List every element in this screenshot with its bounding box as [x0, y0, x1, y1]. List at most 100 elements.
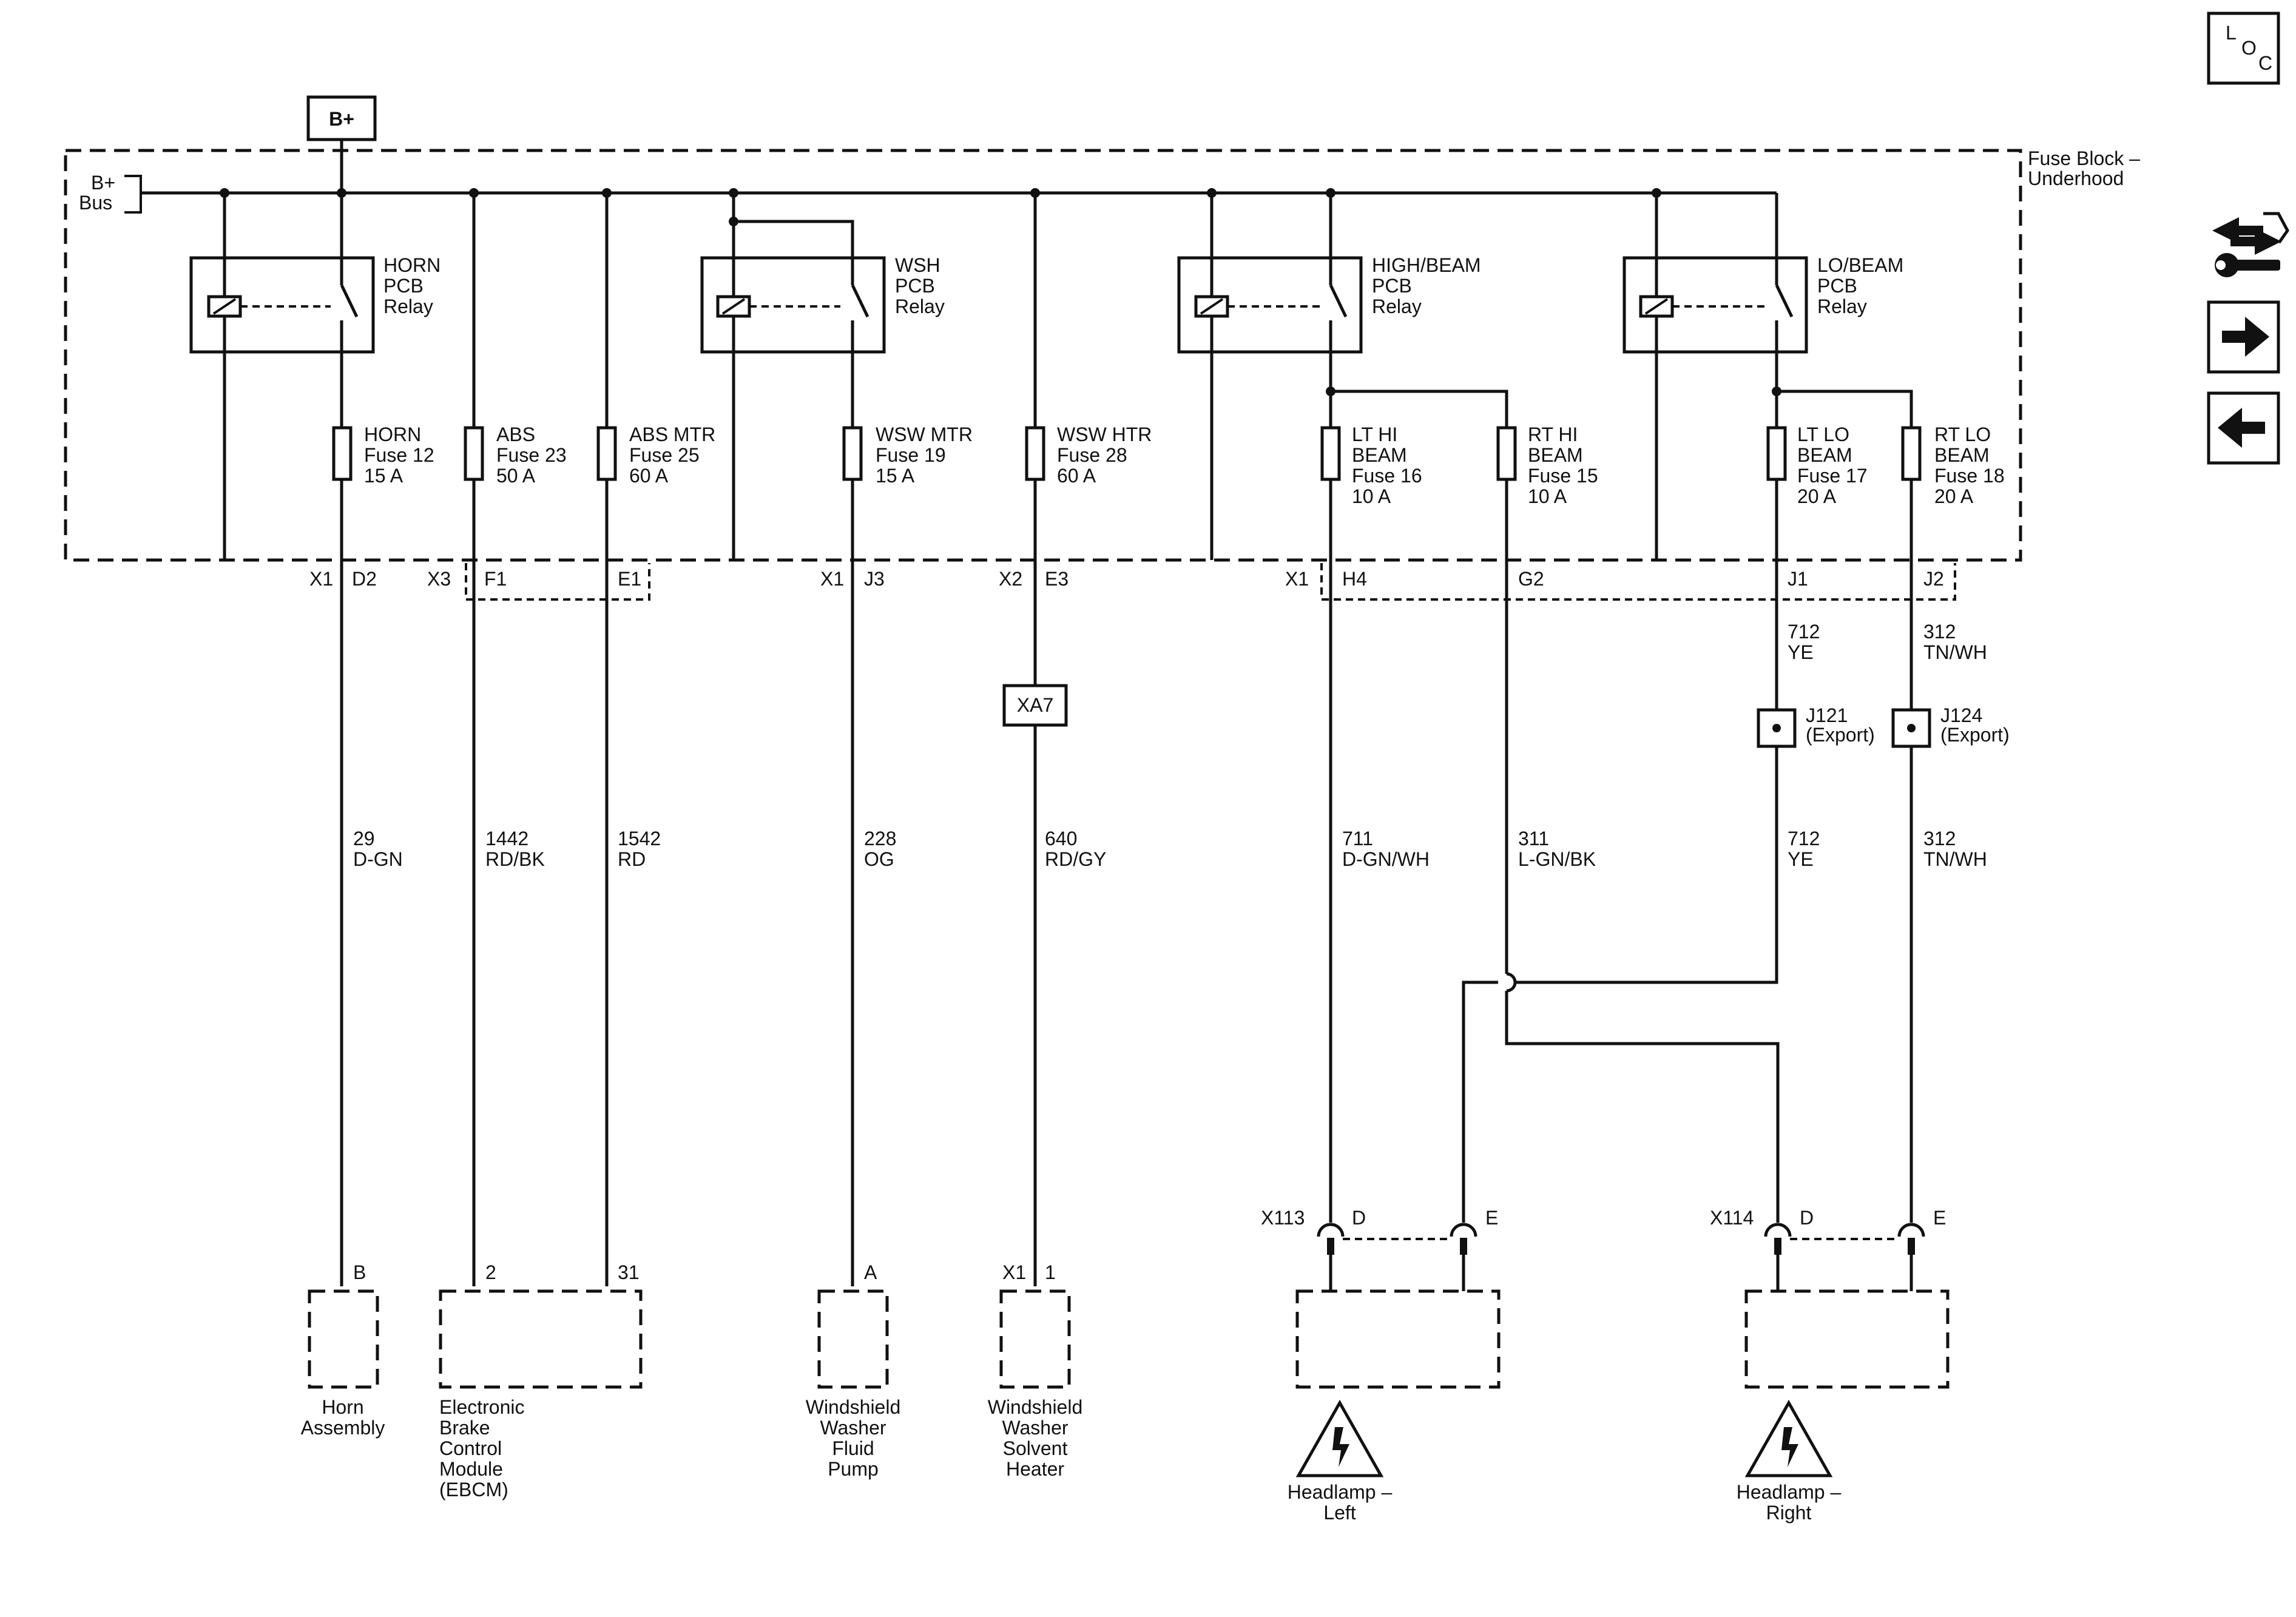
wire-1542-num: 1542: [618, 828, 661, 849]
conn-e1: E1: [618, 568, 641, 590]
j124-line2: (Export): [1940, 724, 2010, 746]
fuse-rt-hi-line1: RT HI: [1528, 424, 1578, 445]
wire-640-num: 640: [1045, 828, 1077, 849]
horn-name-2: Assembly: [301, 1417, 385, 1439]
lower-wires: [340, 479, 1913, 1286]
j121-line1: J121: [1806, 704, 1848, 726]
heater-name-3: Solvent: [1003, 1437, 1068, 1459]
conn-j3: J3: [864, 568, 885, 590]
component-ebcm: Electronic Brake Control Module (EBCM): [439, 1289, 643, 1501]
ebcm-name-5: (EBCM): [439, 1479, 508, 1501]
conn-h4: H4: [1342, 568, 1367, 590]
connector-x113: X113 D E: [1261, 1207, 1498, 1291]
bus-label-line2: Bus: [79, 192, 112, 214]
fuse-rt-lo-line4: 20 A: [1934, 485, 1974, 507]
lightning-icon: [1332, 1427, 1349, 1467]
xa7-label: XA7: [1017, 694, 1053, 716]
horn-name-1: Horn: [322, 1396, 363, 1418]
wire-712-color: YE: [1788, 848, 1814, 870]
fuse-rt-lo-line1: RT LO: [1934, 424, 1991, 445]
fuse-abs-mtr-line1: ABS MTR: [629, 424, 715, 445]
x113-label: X113: [1261, 1207, 1305, 1229]
lo-beam-relay: LO/BEAM PCB Relay: [1622, 193, 1903, 560]
x114-pin-d: D: [1800, 1207, 1814, 1229]
lo-beam-relay-line2: PCB: [1817, 275, 1857, 297]
lo-beam-relay-line3: Relay: [1817, 295, 1867, 317]
pin-ebcm-31: 31: [618, 1261, 640, 1283]
conn-x2: X2: [999, 568, 1022, 590]
headlamp-right-name-2: Right: [1766, 1502, 1812, 1524]
wire-1542-color: RD: [618, 848, 646, 870]
pump-name-1: Windshield: [806, 1396, 901, 1418]
fuse-rt-lo-line2: BEAM: [1934, 444, 1990, 466]
fuse-lt-lo-line3: Fuse 17: [1797, 465, 1868, 487]
upper-wire-312-color: TN/WH: [1923, 641, 1987, 663]
wire-312-color: TN/WH: [1923, 848, 1987, 870]
wire-311-color: L-GN/BK: [1518, 848, 1596, 870]
conn-x1-b: X1: [820, 568, 844, 590]
j124-line1: J124: [1940, 704, 1982, 726]
conn-g2: G2: [1518, 568, 1544, 590]
arrow-left-icon[interactable]: [2207, 391, 2280, 465]
fuse-column-wires: [340, 193, 1913, 428]
wire-29-color: D-GN: [353, 848, 403, 870]
ebcm-name-3: Control: [439, 1437, 502, 1459]
conn-x1-c: X1: [1285, 568, 1309, 590]
fuse-lt-hi-line4: 10 A: [1352, 485, 1391, 507]
wire-312-num: 312: [1923, 828, 1956, 849]
component-washer-pump: Windshield Washer Fluid Pump: [806, 1289, 901, 1480]
loc-icon[interactable]: L O C: [2207, 12, 2280, 85]
b-plus-bus-label: B+ Bus: [79, 172, 1777, 214]
horn-relay: HORN PCB Relay: [189, 193, 441, 560]
x113-pin-d: D: [1352, 1207, 1366, 1229]
conn-j1: J1: [1788, 568, 1808, 590]
fuse-abs-mtr-line2: Fuse 25: [629, 444, 700, 466]
loc-letter-l: L: [2226, 22, 2237, 44]
bus-label-line1: B+: [91, 172, 115, 194]
fuse-rt-lo-line3: Fuse 18: [1934, 465, 2005, 487]
wire-311-num: 311: [1518, 828, 1549, 849]
component-headlamp-right: Headlamp – Right: [1737, 1289, 1950, 1524]
x114-label: X114: [1710, 1207, 1754, 1229]
wsh-relay-line2: PCB: [895, 275, 935, 297]
fuse-wsw-htr-line2: Fuse 28: [1057, 444, 1127, 466]
nav-icons: L O C: [2207, 12, 2289, 465]
wire-228-color: OG: [864, 848, 894, 870]
wire-228-num: 228: [864, 828, 896, 849]
wire-640-color: RD/GY: [1045, 848, 1106, 870]
component-solvent-heater: Windshield Washer Solvent Heater: [988, 1289, 1082, 1480]
b-plus-label: B+: [329, 108, 354, 130]
pin-horn-b: B: [353, 1261, 366, 1283]
pin-ebcm-2: 2: [485, 1261, 496, 1283]
component-pins: B 2 31 A X1 1: [353, 1261, 1056, 1283]
fuse-lt-lo-line1: LT LO: [1797, 424, 1849, 445]
fuse-wsw-mtr-line2: Fuse 19: [876, 444, 946, 466]
fuse-horn-line3: 15 A: [364, 465, 403, 487]
pin-heater-x1: X1: [1002, 1261, 1026, 1283]
inline-connector-xa7: XA7: [1002, 684, 1068, 727]
fuse-wsw-mtr-line3: 15 A: [876, 465, 915, 487]
component-horn: Horn Assembly: [301, 1289, 385, 1439]
conn-j2: J2: [1923, 568, 1944, 590]
arrow-right-icon[interactable]: [2207, 300, 2280, 374]
headlamp-right-name-1: Headlamp –: [1737, 1481, 1842, 1503]
fuse-lt-lo-beam: LT LO BEAM Fuse 17 20 A: [1766, 424, 1868, 507]
ebcm-name-2: Brake: [439, 1417, 490, 1439]
ebcm-name-1: Electronic: [439, 1396, 525, 1418]
fuse-lt-hi-beam: LT HI BEAM Fuse 16 10 A: [1320, 424, 1422, 507]
conn-f1: F1: [484, 568, 507, 590]
j121-line2: (Export): [1806, 724, 1875, 746]
conn-e3: E3: [1045, 568, 1069, 590]
fuse-abs-line2: Fuse 23: [496, 444, 567, 466]
high-beam-relay: HIGH/BEAM PCB Relay: [1177, 193, 1481, 560]
wsh-relay: WSH PCB Relay: [700, 193, 945, 560]
pump-name-3: Fluid: [832, 1437, 874, 1459]
fuse-horn-line1: HORN: [364, 424, 421, 445]
horn-relay-line3: Relay: [383, 295, 433, 317]
pin-pump-a: A: [864, 1261, 877, 1283]
high-beam-relay-line1: HIGH/BEAM: [1372, 254, 1481, 276]
fuse-lt-lo-line4: 20 A: [1797, 485, 1837, 507]
wrench-arrows-icon[interactable]: [2212, 212, 2289, 277]
upper-wire-labels: 712 YE 312 TN/WH: [1788, 621, 1987, 663]
horn-relay-line2: PCB: [383, 275, 424, 297]
